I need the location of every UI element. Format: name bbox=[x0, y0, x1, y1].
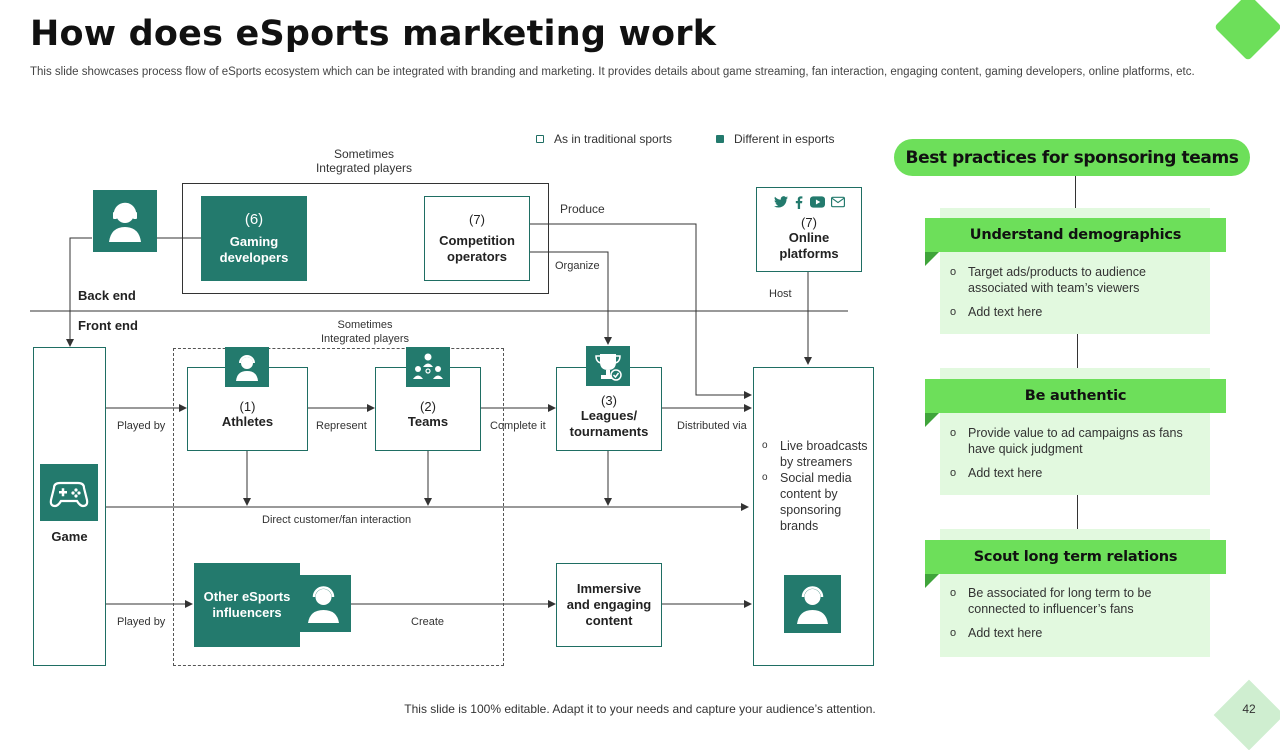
gaming-developers-num: (6) bbox=[244, 211, 264, 228]
trophy-icon bbox=[595, 354, 622, 381]
best-practices-title: Best practices for sponsoring teams bbox=[894, 139, 1250, 176]
page-title: How does eSports marketing work bbox=[30, 14, 717, 54]
legend-different-label: Different in esports bbox=[734, 132, 835, 146]
edge-organize bbox=[530, 251, 612, 345]
online-platforms-num: (7) bbox=[801, 215, 817, 230]
mail-icon bbox=[830, 196, 845, 208]
bp-connector-2 bbox=[1077, 334, 1078, 368]
edge-label-represent: Represent bbox=[316, 420, 367, 432]
game-label: Game bbox=[51, 529, 88, 544]
twitter-icon bbox=[773, 196, 788, 208]
edge-label-distributed-via: Distributed via bbox=[677, 420, 747, 432]
mid-sometimes-label: Sometimes Integrated players bbox=[320, 319, 410, 345]
athletes-label: Athletes bbox=[221, 413, 274, 429]
edge-produce bbox=[530, 223, 752, 399]
facebook-icon bbox=[795, 196, 802, 209]
athletes-num: (1) bbox=[239, 398, 256, 414]
influencer-icon-tile bbox=[296, 575, 351, 632]
teams-icon-tile bbox=[406, 347, 450, 387]
edge-label-played-by-1: Played by bbox=[117, 420, 166, 432]
top-sometimes-label: Sometimes Integrated players bbox=[315, 147, 413, 175]
page-subtitle: This slide showcases process flow of eSp… bbox=[30, 66, 1195, 78]
teams-num: (2) bbox=[420, 398, 436, 414]
leagues-icon-tile bbox=[586, 346, 630, 386]
edge-label-host: Host bbox=[769, 288, 792, 300]
legend-different-swatch bbox=[716, 135, 724, 143]
bp-card-2-heading: Be authentic bbox=[925, 379, 1226, 413]
front-end-label: Front end bbox=[78, 318, 138, 333]
competition-operators-num: (7) bbox=[469, 212, 485, 227]
edge-label-complete-it: Complete it bbox=[490, 420, 546, 432]
node-online-platforms: (7) Online platforms bbox=[756, 187, 862, 272]
athletes-icon-tile bbox=[225, 347, 269, 387]
other-influencers-label: Other eSports influencers bbox=[203, 589, 291, 620]
node-immersive-content: Immersive and engaging content bbox=[556, 563, 662, 647]
bp-card-1-heading: Understand demographics bbox=[925, 218, 1226, 252]
developer-headset-tile bbox=[93, 190, 157, 252]
legend-traditional-swatch bbox=[536, 135, 544, 143]
edge-label-direct: Direct customer/fan interaction bbox=[262, 514, 412, 526]
diagram-connectors bbox=[30, 223, 848, 608]
game-icon-tile bbox=[40, 464, 98, 521]
footer-note: This slide is 100% editable. Adapt it to… bbox=[404, 702, 876, 716]
edge-label-produce: Produce bbox=[560, 202, 605, 216]
bp-connector-3 bbox=[1077, 495, 1078, 529]
headset-person-icon bbox=[308, 586, 339, 623]
backend-integrated-group bbox=[182, 183, 549, 294]
teams-label: Teams bbox=[407, 413, 449, 429]
competition-operators-label: Competition operators bbox=[439, 233, 515, 264]
headset-person-icon bbox=[797, 586, 828, 624]
frontend-integrated-group bbox=[173, 348, 504, 666]
team-icon bbox=[413, 353, 443, 379]
node-leagues: (3) Leagues/ tournaments bbox=[556, 367, 662, 451]
legend-traditional-label: As in traditional sports bbox=[554, 132, 673, 146]
edge-label-create: Create bbox=[411, 616, 445, 628]
distribution-icon-tile bbox=[784, 575, 841, 633]
back-end-label: Back end bbox=[78, 288, 136, 303]
gamepad-icon bbox=[49, 481, 89, 508]
page-number: 42 bbox=[1242, 702, 1256, 716]
node-competition-operators: (7) Competition operators bbox=[424, 196, 530, 281]
edge-developer-to-game bbox=[66, 237, 92, 347]
node-gaming-developers: (6) Gaming developers bbox=[201, 196, 307, 281]
online-platforms-label: Online platforms bbox=[779, 230, 839, 261]
bp-connector-1 bbox=[1075, 176, 1076, 209]
headset-person-icon bbox=[109, 202, 141, 242]
youtube-icon bbox=[809, 196, 825, 208]
node-teams: (2) Teams bbox=[375, 367, 481, 451]
bp-card-3-heading: Scout long term relations bbox=[925, 540, 1226, 574]
gaming-developers-label: Gaming developers bbox=[219, 234, 289, 265]
leagues-label: Leagues/ tournaments bbox=[569, 407, 649, 439]
bp-card-1-fold bbox=[925, 252, 939, 266]
leagues-num: (3) bbox=[601, 392, 617, 408]
bp-card-3-fold bbox=[925, 574, 939, 588]
headset-person-icon bbox=[236, 355, 258, 381]
edge-label-played-by-2: Played by bbox=[117, 616, 166, 628]
immersive-label: Immersive and engaging content bbox=[566, 581, 652, 628]
node-other-influencers: Other eSports influencers bbox=[194, 563, 300, 647]
edge-label-organize: Organize bbox=[555, 260, 600, 272]
bp-card-2-fold bbox=[925, 413, 939, 427]
social-icons-row bbox=[757, 196, 861, 209]
